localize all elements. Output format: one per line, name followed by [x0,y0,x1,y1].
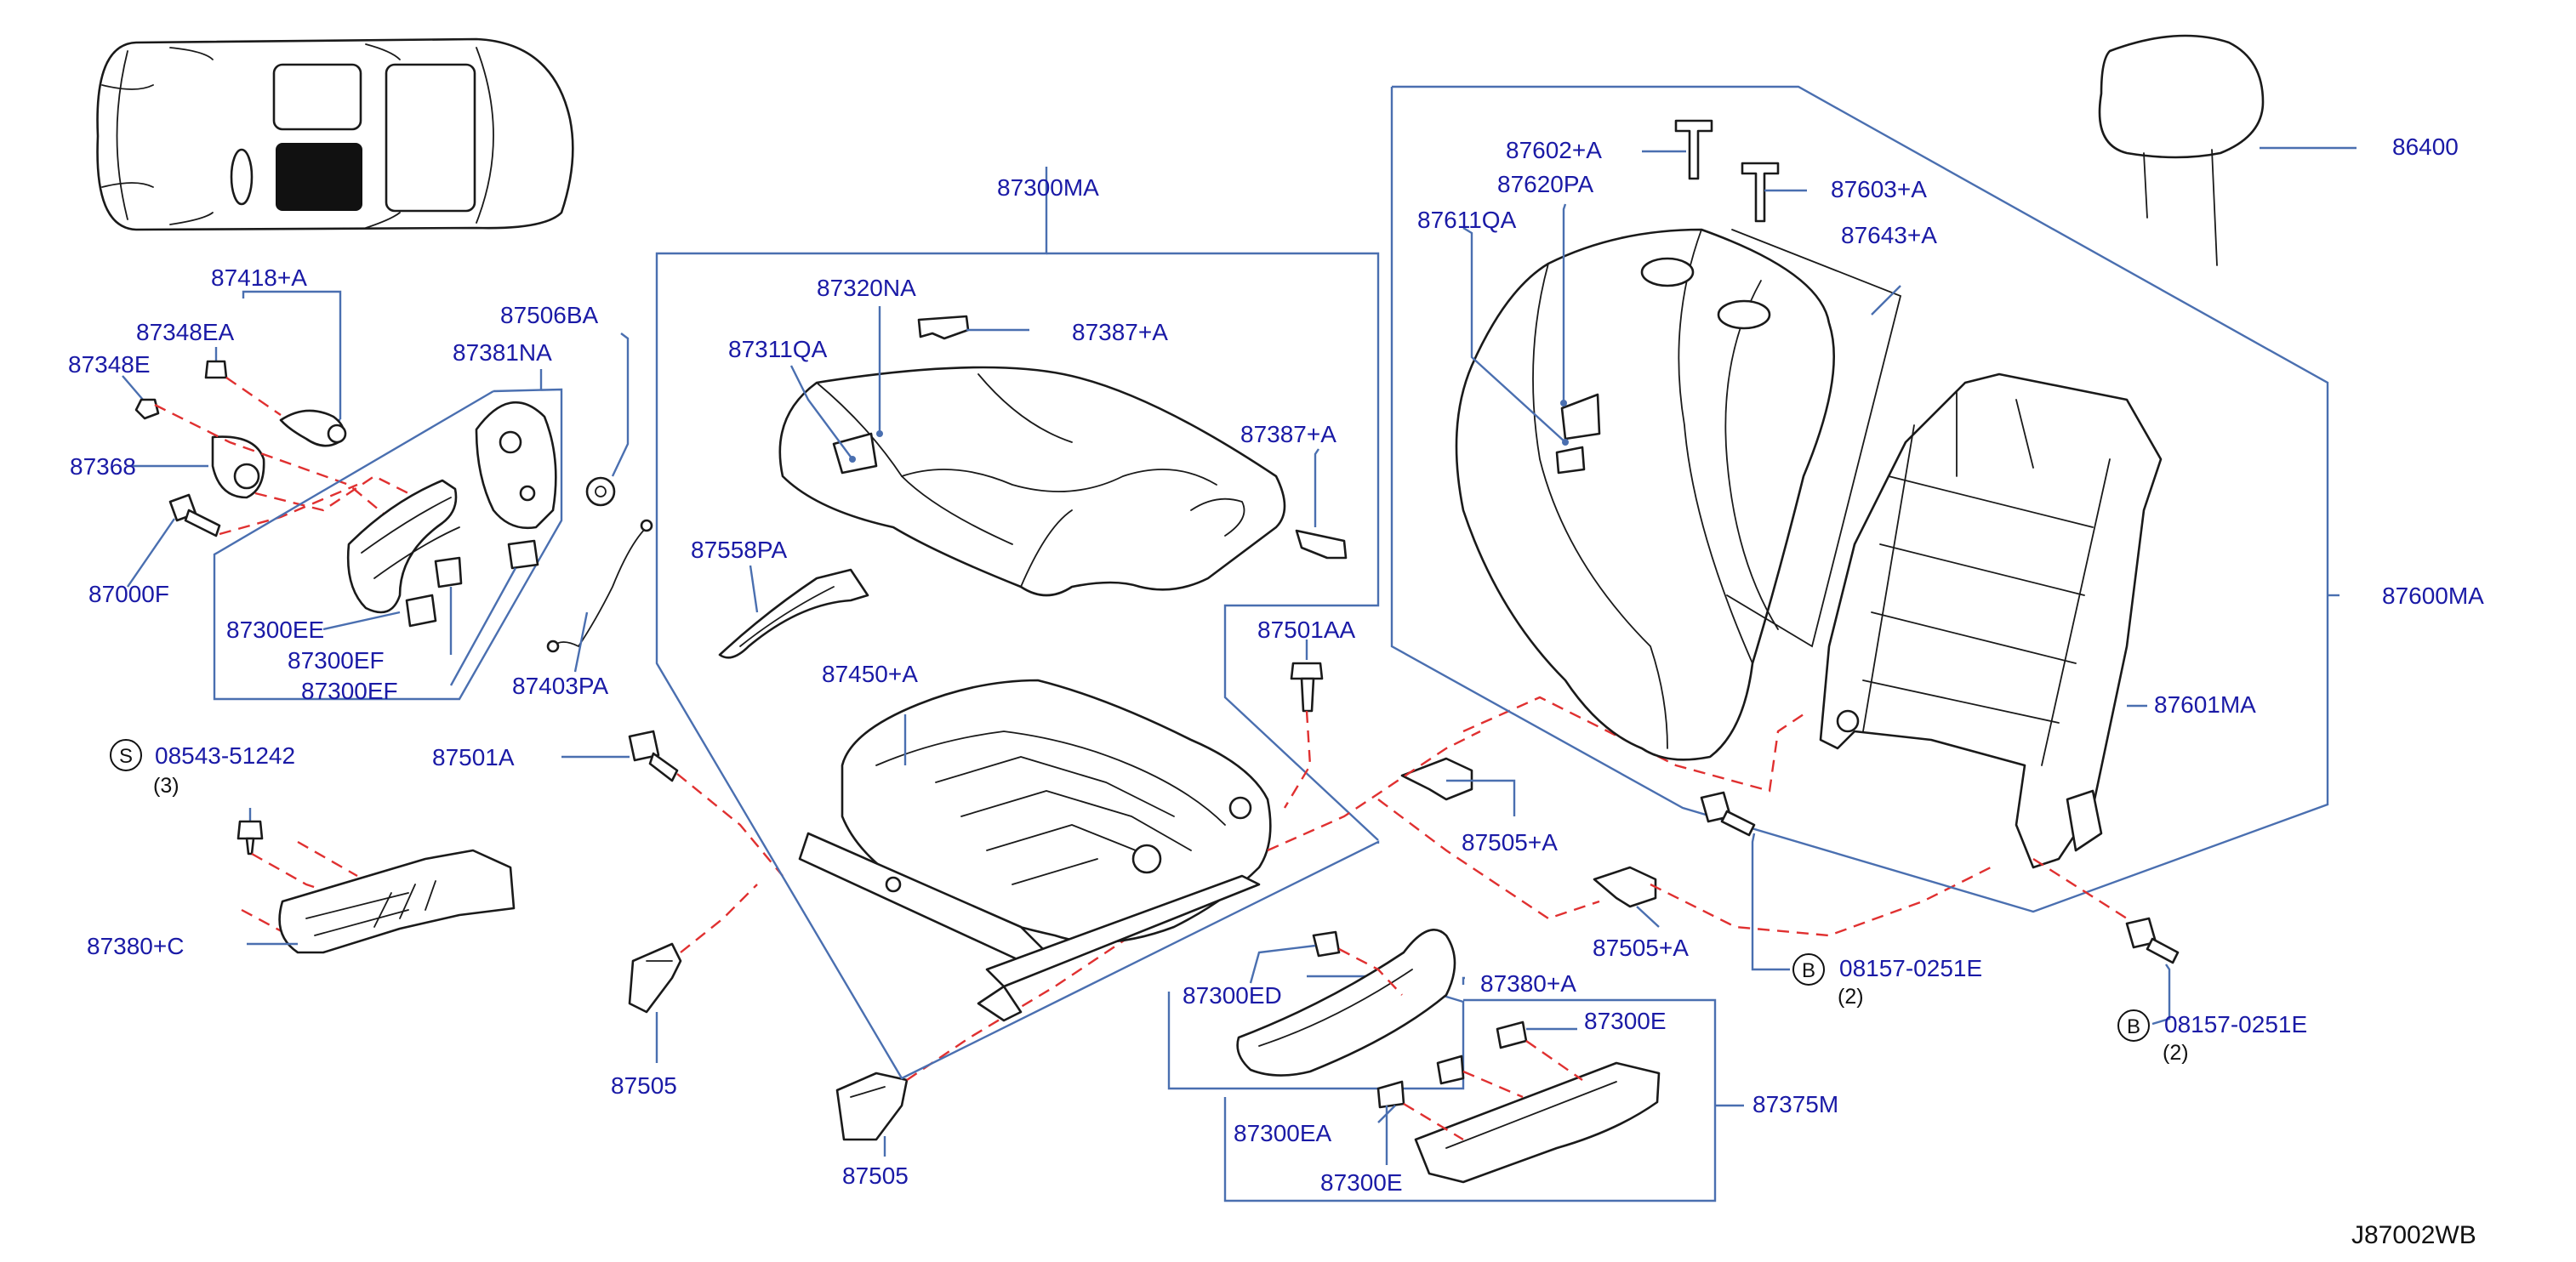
label-87501a: 87501A [432,744,515,770]
screw-symbol: S [119,745,133,768]
label-08157-a: 08157-0251E [1839,955,1982,981]
label-08157-b: 08157-0251E [2164,1011,2307,1037]
lower-side-trim-group: S [110,730,1248,1157]
label-87505-b: 87505 [842,1163,909,1189]
label-87505a-b: 87505+A [1593,935,1689,961]
highlighted-seat-icon [276,143,362,211]
label-87300e-b: 87300E [1320,1169,1403,1196]
side-cover-group [122,290,653,701]
label-87450a: 87450+A [822,661,918,687]
label-87300ma: 87300MA [997,174,1099,201]
label-87603a: 87603+A [1831,176,1927,202]
label-87380a: 87380+A [1480,970,1576,997]
seat-back-group: B B [1390,34,2357,1042]
diagram-code: J87002WB [2351,1221,2476,1249]
label-87643a: 87643+A [1841,222,1937,248]
label-87381na: 87381NA [453,339,552,366]
label-87300ef-a: 87300EF [288,647,385,674]
label-87387a-right: 87387+A [1240,421,1336,447]
label-87600ma: 87600MA [2382,583,2484,609]
label-87602a: 87602+A [1506,137,1602,163]
label-87300ee: 87300EE [226,617,324,643]
lower-trim-group [1167,929,1744,1202]
part-labels: 87418+A 87348EA 87348E 87368 87000F 8738… [68,134,2484,1249]
label-87506ba: 87506BA [500,302,599,328]
label-08157-a-qty: (2) [1838,985,1864,1009]
label-87380c: 87380+C [87,933,184,959]
seat-cushion-group [655,167,1380,1080]
label-87000f: 87000F [88,581,169,607]
label-08543-qty: (3) [153,774,180,798]
label-87620pa: 87620PA [1497,171,1593,197]
label-87320na: 87320NA [817,275,916,301]
label-87558pa: 87558PA [691,537,787,563]
label-86400: 86400 [2392,134,2459,160]
label-87501aa: 87501AA [1257,617,1356,643]
bracket-group [1267,696,1992,937]
label-87348ea: 87348EA [136,319,235,345]
label-87387a-top: 87387+A [1072,319,1168,345]
label-87300ed: 87300ED [1183,982,1282,1009]
label-87375m: 87375M [1752,1091,1838,1117]
label-87300e-a: 87300E [1584,1008,1667,1034]
label-87348e: 87348E [68,351,151,378]
vehicle-locator-icon [96,37,574,231]
label-87611qa: 87611QA [1417,207,1517,233]
label-87505-a: 87505 [611,1072,677,1099]
label-87300ea: 87300EA [1234,1120,1332,1146]
label-87311qa: 87311QA [728,336,828,362]
label-87505a-a: 87505+A [1462,829,1558,856]
bolt-symbol-a: B [1802,959,1815,982]
label-87368: 87368 [70,453,136,480]
label-87418a: 87418+A [211,264,307,291]
label-87403pa: 87403PA [512,673,608,699]
label-87601ma: 87601MA [2154,691,2256,718]
bolt-symbol-b: B [2127,1015,2140,1038]
label-08157-b-qty: (2) [2163,1041,2189,1065]
label-08543-51242: 08543-51242 [155,742,295,769]
label-87300ef-b: 87300EF [301,678,398,704]
